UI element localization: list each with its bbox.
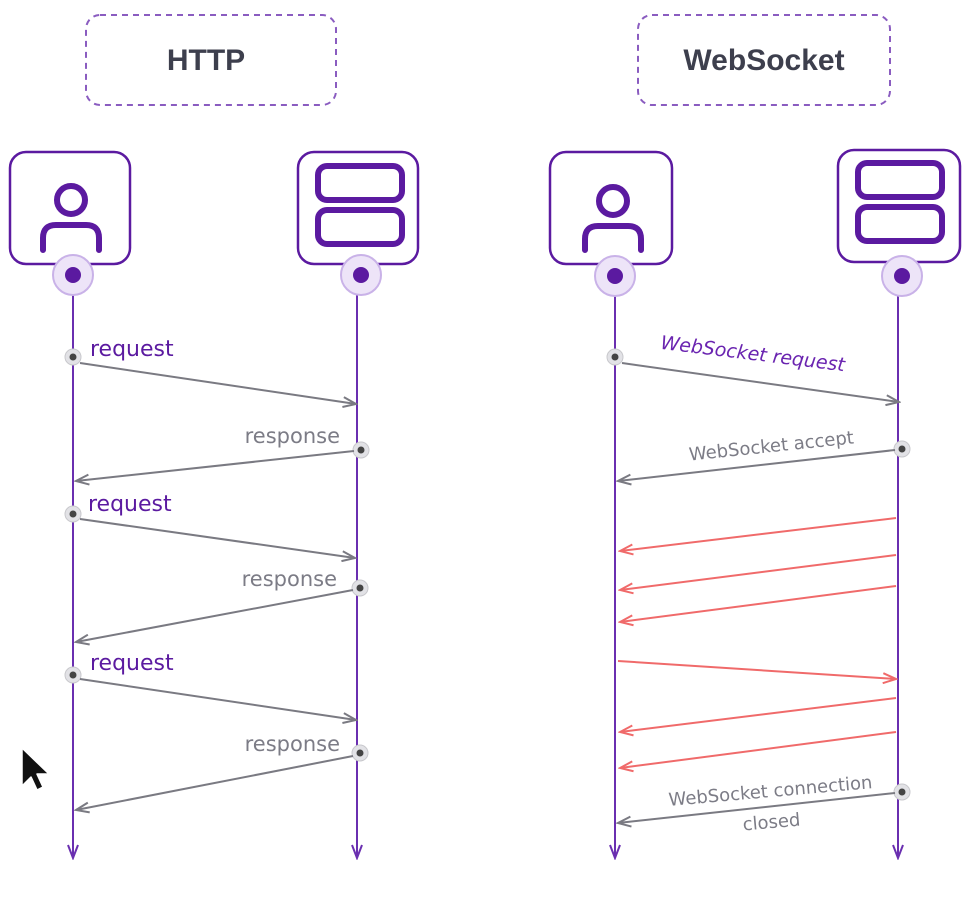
http-section: HTTP <box>8 14 420 858</box>
http-title-box <box>85 14 337 106</box>
websocket-closed-arrow <box>618 792 896 823</box>
websocket-title: WebSocket <box>683 44 844 77</box>
user-icon <box>40 183 102 253</box>
websocket-closed-label-line2: closed <box>742 810 801 836</box>
user-icon <box>582 184 644 253</box>
http-message-1: request <box>64 337 356 404</box>
http-message-5: request <box>64 651 356 720</box>
http-request-arrow <box>79 518 355 558</box>
http-request-label: request <box>90 337 174 362</box>
websocket-request-label: WebSocket request <box>659 332 847 377</box>
http-message-4: response <box>76 567 369 642</box>
http-request-label: request <box>88 492 172 517</box>
server-icon <box>315 163 405 247</box>
websocket-server-node <box>836 148 962 264</box>
websocket-client-node <box>548 150 674 266</box>
websocket-frame-arrow <box>620 585 897 622</box>
http-client-anchor <box>52 254 94 296</box>
websocket-frame-arrow <box>620 517 897 551</box>
websocket-closed-label-line1: WebSocket connection <box>668 772 873 811</box>
http-request-label: request <box>90 651 174 676</box>
http-message-6: response <box>76 732 369 810</box>
http-client-node <box>8 150 132 266</box>
websocket-accept-label: WebSocket accept <box>688 427 855 465</box>
websocket-frame-arrow <box>620 697 897 732</box>
websocket-frame-arrow <box>617 660 896 679</box>
http-response-label: response <box>242 567 337 591</box>
websocket-server-anchor <box>881 255 923 297</box>
http-request-arrow <box>79 362 356 404</box>
websocket-section: WebSocket <box>548 14 962 858</box>
http-response-arrow <box>76 755 354 810</box>
http-server-node <box>296 150 420 266</box>
http-request-arrow <box>79 678 356 720</box>
http-response-label: response <box>245 424 340 448</box>
websocket-frame-arrow <box>620 554 897 590</box>
websocket-frame-arrow <box>620 731 897 768</box>
http-message-2: response <box>76 424 370 481</box>
websocket-request-arrow <box>621 362 899 402</box>
mouse-cursor-icon <box>21 747 50 791</box>
websocket-handshake-request: WebSocket request <box>606 332 899 402</box>
websocket-handshake-accept: WebSocket accept <box>618 427 911 481</box>
websocket-title-box <box>637 14 891 106</box>
server-icon <box>855 160 945 244</box>
http-response-label: response <box>245 732 340 756</box>
http-server-anchor <box>340 254 382 296</box>
websocket-connection-closed: WebSocket connection closed <box>618 772 911 836</box>
http-message-3: request <box>64 492 355 558</box>
websocket-client-anchor <box>594 255 636 297</box>
http-title: HTTP <box>167 44 245 77</box>
http-response-arrow <box>76 450 355 481</box>
websocket-accept-arrow <box>618 449 896 481</box>
http-response-arrow <box>76 589 354 642</box>
